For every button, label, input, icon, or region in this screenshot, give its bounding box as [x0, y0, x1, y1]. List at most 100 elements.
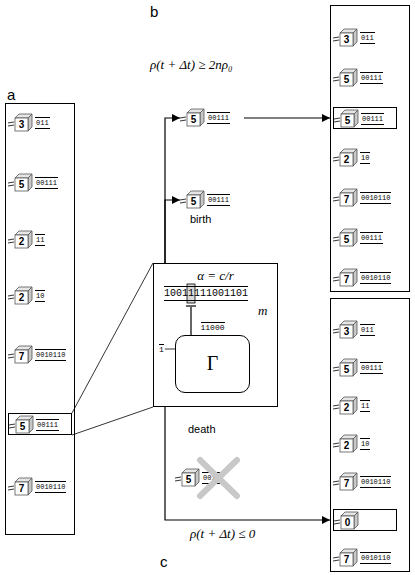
cube-front: [341, 114, 354, 127]
cell-tail: [334, 121, 340, 122]
bit-string: 00111: [207, 112, 230, 124]
cell-number: 2: [340, 153, 353, 166]
cube-side: [28, 174, 32, 191]
cell-tail: [180, 202, 186, 203]
cube-front: [15, 178, 28, 191]
cube-front: [15, 482, 28, 495]
cell-number: 5: [15, 178, 28, 191]
cube-side: [353, 473, 357, 490]
cell-tail: [334, 520, 340, 521]
bit-string: 0010110: [360, 552, 391, 564]
cell-tail: [333, 481, 339, 482]
cell-agent: 210: [8, 285, 72, 307]
cell-agent: 5 00111: [180, 107, 244, 129]
cell-tail: [8, 185, 14, 186]
cube-front: [16, 420, 29, 433]
genome-string: 10011111001101: [164, 286, 248, 301]
bit-string: 00111: [361, 113, 384, 125]
read-stem: [190, 306, 192, 335]
cube-front: [340, 325, 353, 338]
cell-number: 2: [340, 401, 353, 414]
cell-tail: [333, 280, 339, 281]
cell-agent: 3011: [8, 112, 72, 134]
cell-agent: 500111: [175, 467, 239, 489]
cell-number: 5: [187, 195, 200, 208]
cube-side: [200, 191, 204, 208]
bit-string: 0010110: [360, 272, 391, 284]
cube-side: [29, 416, 33, 433]
cell-tail: [333, 560, 339, 561]
cell-agent: 0: [333, 509, 397, 531]
cell-tail: [8, 489, 14, 490]
cell-number: 5: [340, 363, 353, 376]
cell-agent: 500111: [8, 413, 72, 435]
cell-agent: 5 00111: [333, 357, 397, 379]
bit-string: 00111: [360, 72, 383, 84]
cell-tail: [333, 277, 339, 278]
gamma-symbol: Γ: [176, 353, 249, 373]
cube-front: [15, 350, 28, 363]
cell-number: 7: [15, 482, 28, 495]
input-wire: [165, 349, 175, 350]
cell-number: 5: [16, 420, 29, 433]
cell-tail: [9, 427, 15, 428]
zoom-line: [72, 407, 153, 435]
cell-tail: [333, 405, 339, 406]
cube-front: [187, 113, 200, 126]
cell-number: 7: [340, 193, 353, 206]
gamma-input: 11000: [200, 322, 224, 332]
genome-label: m: [258, 304, 267, 317]
cell-number: 5: [340, 73, 353, 86]
bit-string: 011: [35, 117, 50, 129]
cell-tail: [334, 523, 340, 524]
population-panel: a30115001112112107001011050011170010110: [5, 103, 75, 535]
cell-tail: [333, 200, 339, 201]
cell-tail: [180, 117, 186, 118]
rate-formula: α = c/r: [154, 269, 277, 282]
death-cross: [200, 460, 237, 496]
cube-front: [340, 477, 353, 490]
bit-string: 00111: [207, 194, 230, 206]
cell-agent: 5 00111: [180, 189, 244, 211]
cell-tail: [8, 295, 14, 296]
cube-front: [340, 33, 353, 46]
cube-side: [353, 269, 357, 286]
cell-tail: [8, 298, 14, 299]
cube-front: [340, 73, 353, 86]
cell-agent: 70010110: [333, 547, 397, 569]
cell-tail: [333, 367, 339, 368]
cell-agent: 70010110: [333, 471, 397, 493]
bit-string: 11: [360, 400, 370, 412]
cell-number: 5: [187, 113, 200, 126]
cell-tail: [333, 370, 339, 371]
cell-tail: [8, 239, 14, 240]
bit-string: 0010110: [360, 192, 391, 204]
cell-agent: 5 00111: [333, 67, 397, 89]
bit-string: 00111: [360, 362, 383, 374]
cell-tail: [333, 484, 339, 485]
cell-tail: [333, 332, 339, 333]
cell-tail: [333, 240, 339, 241]
cell-tail: [8, 242, 14, 243]
cube-front: [340, 363, 353, 376]
cube-front: [341, 516, 354, 529]
event-label: death: [188, 424, 216, 435]
cell-tail: [8, 486, 14, 487]
cell-number: 2: [15, 235, 28, 248]
cube-side: [195, 469, 199, 486]
cell-tail: [8, 357, 14, 358]
cell-tail: [8, 354, 14, 355]
cube-front: [15, 118, 28, 131]
cube-side: [353, 397, 357, 414]
bit-string: 10: [360, 152, 370, 164]
cell-tail: [333, 237, 339, 238]
cube-front: [182, 473, 195, 486]
panel-letter: c: [160, 554, 168, 569]
flow-arrow: [165, 118, 180, 263]
population-panel: 301150011121121070010110070010110: [330, 298, 410, 572]
cube-front: [15, 235, 28, 248]
cell-number: 5: [341, 114, 354, 127]
input-bit: 1: [159, 344, 164, 354]
